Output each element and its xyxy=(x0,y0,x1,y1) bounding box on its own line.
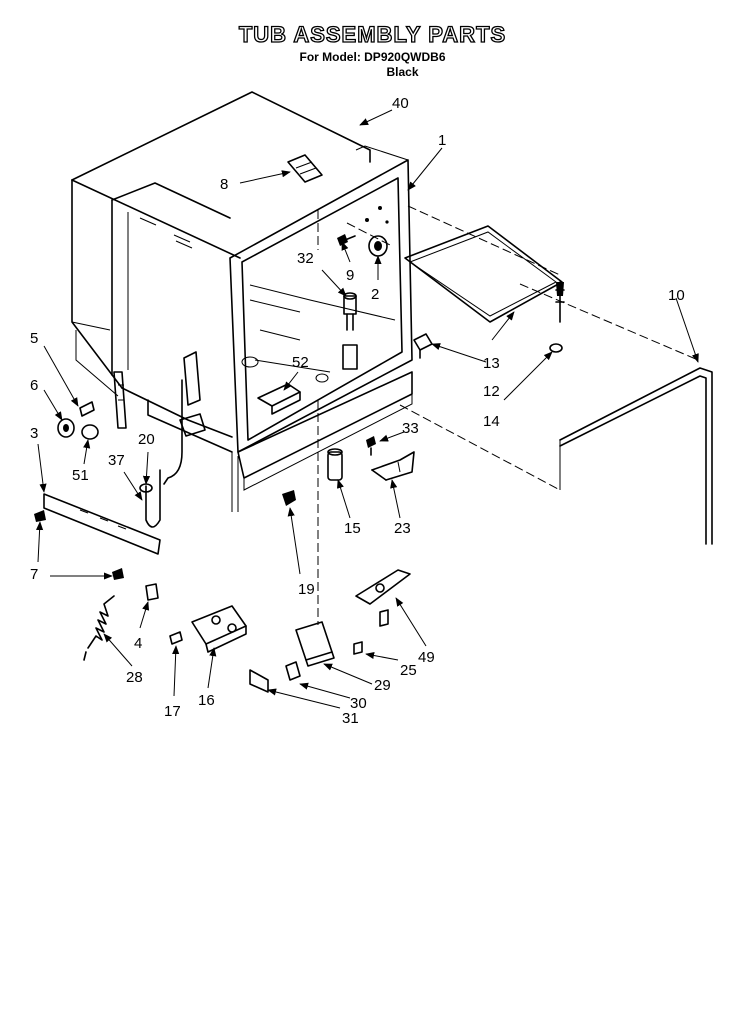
callout-29: 29 xyxy=(374,677,391,694)
part-9-screw xyxy=(337,234,356,246)
callout-16: 16 xyxy=(198,692,215,709)
part-31-cover xyxy=(249,669,269,693)
part-16-hinge xyxy=(191,605,247,653)
part-15-sleeve xyxy=(327,448,343,481)
callout-49: 49 xyxy=(418,649,435,666)
callout-19: 19 xyxy=(298,581,315,598)
part-49-arm xyxy=(355,569,411,605)
part-12-clip xyxy=(413,333,433,359)
callout-33: 33 xyxy=(402,420,419,437)
assembly-guide-lines xyxy=(317,205,699,625)
part-3-mounting-plate xyxy=(43,493,161,555)
tub-side-bracket xyxy=(113,351,206,437)
part-37-hose xyxy=(145,379,183,528)
callout-20: 20 xyxy=(138,431,155,448)
part-5-screw xyxy=(79,401,95,417)
part-6-grommet xyxy=(57,418,75,438)
part-25-screw xyxy=(353,609,389,655)
part-28-spring xyxy=(83,595,115,661)
tub-front-frame xyxy=(229,145,413,500)
callout-17: 17 xyxy=(164,703,181,720)
part-23-clamp xyxy=(371,451,415,481)
callout-6: 6 xyxy=(30,377,38,394)
part-29-latch xyxy=(295,621,335,667)
callout-52: 52 xyxy=(292,354,309,371)
callout-12: 12 xyxy=(483,383,500,400)
callout-5: 5 xyxy=(30,330,38,347)
part-51-cap xyxy=(81,424,99,440)
callout-31: 31 xyxy=(342,710,359,727)
callout-7: 7 xyxy=(30,566,38,583)
outer-tub-shell xyxy=(71,91,371,512)
part-30-clip xyxy=(285,661,301,681)
part-19-fastener xyxy=(282,490,296,506)
callout-40: 40 xyxy=(392,95,409,112)
callout-10: 10 xyxy=(668,287,685,304)
callout-9: 9 xyxy=(346,267,354,284)
part-32-nozzle xyxy=(342,292,358,370)
callout-13: 13 xyxy=(483,355,500,372)
callout-30: 30 xyxy=(350,695,367,712)
leader-lines xyxy=(35,109,699,709)
part-33-screw xyxy=(366,436,376,456)
part-4-nut xyxy=(145,583,159,601)
callout-25: 25 xyxy=(400,662,417,679)
part-14-washer xyxy=(549,281,565,353)
callout-37: 37 xyxy=(108,452,125,469)
callout-15: 15 xyxy=(344,520,361,537)
callout-4: 4 xyxy=(134,635,142,652)
callout-2: 2 xyxy=(371,286,379,303)
callout-1: 1 xyxy=(438,132,446,149)
callout-8: 8 xyxy=(220,176,228,193)
part-52-bracket xyxy=(257,383,301,415)
callout-51: 51 xyxy=(72,467,89,484)
callout-labels: 40 1 8 9 2 32 52 10 13 12 14 33 23 15 19… xyxy=(30,95,685,727)
part-8-vent xyxy=(287,154,323,183)
part-7-screw xyxy=(34,510,124,580)
part-17-screw xyxy=(169,631,183,645)
callout-3: 3 xyxy=(30,425,38,442)
callout-28: 28 xyxy=(126,669,143,686)
page-title: TUB ASSEMBLY PARTS xyxy=(238,21,507,47)
part-10-rail xyxy=(559,367,713,545)
callout-32: 32 xyxy=(297,250,314,267)
callout-23: 23 xyxy=(394,520,411,537)
callout-14: 14 xyxy=(483,413,500,430)
model-line: For Model: DP920QWDB6 xyxy=(299,50,446,64)
color-line: Black xyxy=(386,65,419,79)
